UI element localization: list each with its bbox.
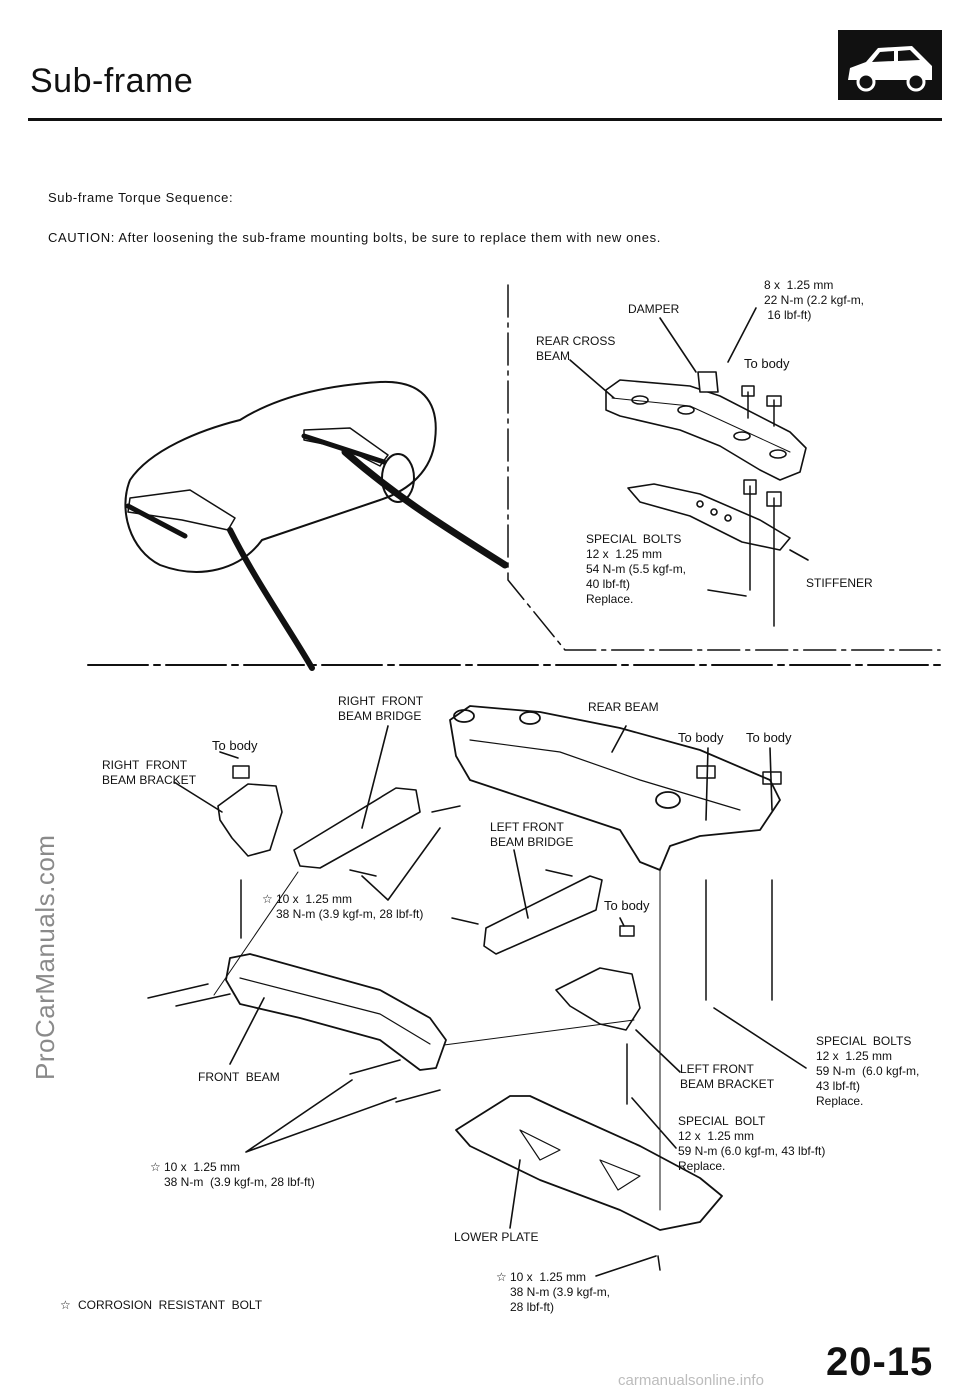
label-bolt-8mm: 8 x 1.25 mm 22 N-m (2.2 kgf-m, 16 lbf-ft… xyxy=(764,278,865,322)
front-brackets-drawing xyxy=(213,783,661,1211)
watermark-url: carmanualsonline.info xyxy=(618,1372,764,1389)
label-to-body-rear-left: To body xyxy=(678,730,724,745)
page-number: 20-15 xyxy=(826,1340,934,1384)
star-mark-a: ☆ xyxy=(262,892,273,906)
right-front-beam-bridge-drawing xyxy=(293,787,421,869)
torque-sequence-heading: Sub-frame Torque Sequence: xyxy=(48,190,234,205)
caution-note: CAUTION: After loosening the sub-frame m… xyxy=(48,230,661,245)
main-bolts xyxy=(147,765,782,1271)
label-special-bolts-54: SPECIAL BOLTS 12 x 1.25 mm 54 N-m (5.5 k… xyxy=(586,532,687,606)
label-left-front-beam-bridge: LEFT FRONT BEAM BRIDGE xyxy=(490,820,574,849)
label-special-bolts-59: SPECIAL BOLTS 12 x 1.25 mm 59 N-m (6.0 k… xyxy=(816,1034,920,1108)
inset-frame xyxy=(507,284,941,651)
left-front-beam-bridge-drawing xyxy=(483,875,603,955)
label-to-body-rear-right: To body xyxy=(746,730,792,745)
label-stiffener: STIFFENER xyxy=(806,576,873,590)
label-bolt-10mm-lower-plate: 10 x 1.25 mm 38 N-m (3.9 kgf-m, 28 lbf-f… xyxy=(510,1270,611,1314)
header-rule xyxy=(28,118,942,121)
label-front-beam: FRONT BEAM xyxy=(198,1070,280,1084)
leader-lines xyxy=(173,307,809,1277)
label-damper: DAMPER xyxy=(628,302,680,316)
watermark-side: ProCarManuals.com xyxy=(30,834,60,1080)
car-section-icon xyxy=(838,30,942,100)
label-rear-beam: REAR BEAM xyxy=(588,700,659,714)
star-mark-b: ☆ xyxy=(150,1160,161,1174)
label-special-bolt-12mm: SPECIAL BOLT 12 x 1.25 mm 59 N-m (6.0 kg… xyxy=(678,1114,826,1173)
label-lower-plate: LOWER PLATE xyxy=(454,1230,539,1244)
lower-plate-drawing xyxy=(455,1095,723,1231)
label-to-body-left-bracket: To body xyxy=(604,898,650,913)
label-rear-cross-beam: REAR CROSS BEAM xyxy=(536,334,616,363)
label-right-front-beam-bracket: RIGHT FRONT BEAM BRACKET xyxy=(102,758,197,787)
label-bolt-10mm-bridge: 10 x 1.25 mm 38 N-m (3.9 kgf-m, 28 lbf-f… xyxy=(276,892,424,921)
star-mark-c: ☆ xyxy=(496,1270,507,1284)
legend-star-icon: ☆ xyxy=(60,1298,71,1312)
label-right-front-beam-bridge: RIGHT FRONT BEAM BRIDGE xyxy=(338,694,424,723)
car-body-outline xyxy=(124,380,509,671)
rear-cross-beam-drawing xyxy=(605,371,807,551)
label-to-body-right-bracket: To body xyxy=(212,738,258,753)
car-icon xyxy=(848,46,932,92)
page-title: Sub-frame xyxy=(30,62,194,100)
label-to-body-inset: To body xyxy=(744,356,790,371)
rear-beam-drawing xyxy=(449,705,781,871)
label-bolt-10mm-front-beam: 10 x 1.25 mm 38 N-m (3.9 kgf-m, 28 lbf-f… xyxy=(164,1160,315,1189)
legend-corrosion-resistant-bolt: CORROSION RESISTANT BOLT xyxy=(78,1298,263,1312)
front-beam-drawing xyxy=(225,953,447,1071)
inset-bolts xyxy=(741,385,782,627)
label-left-front-beam-bracket: LEFT FRONT BEAM BRACKET xyxy=(680,1062,775,1091)
